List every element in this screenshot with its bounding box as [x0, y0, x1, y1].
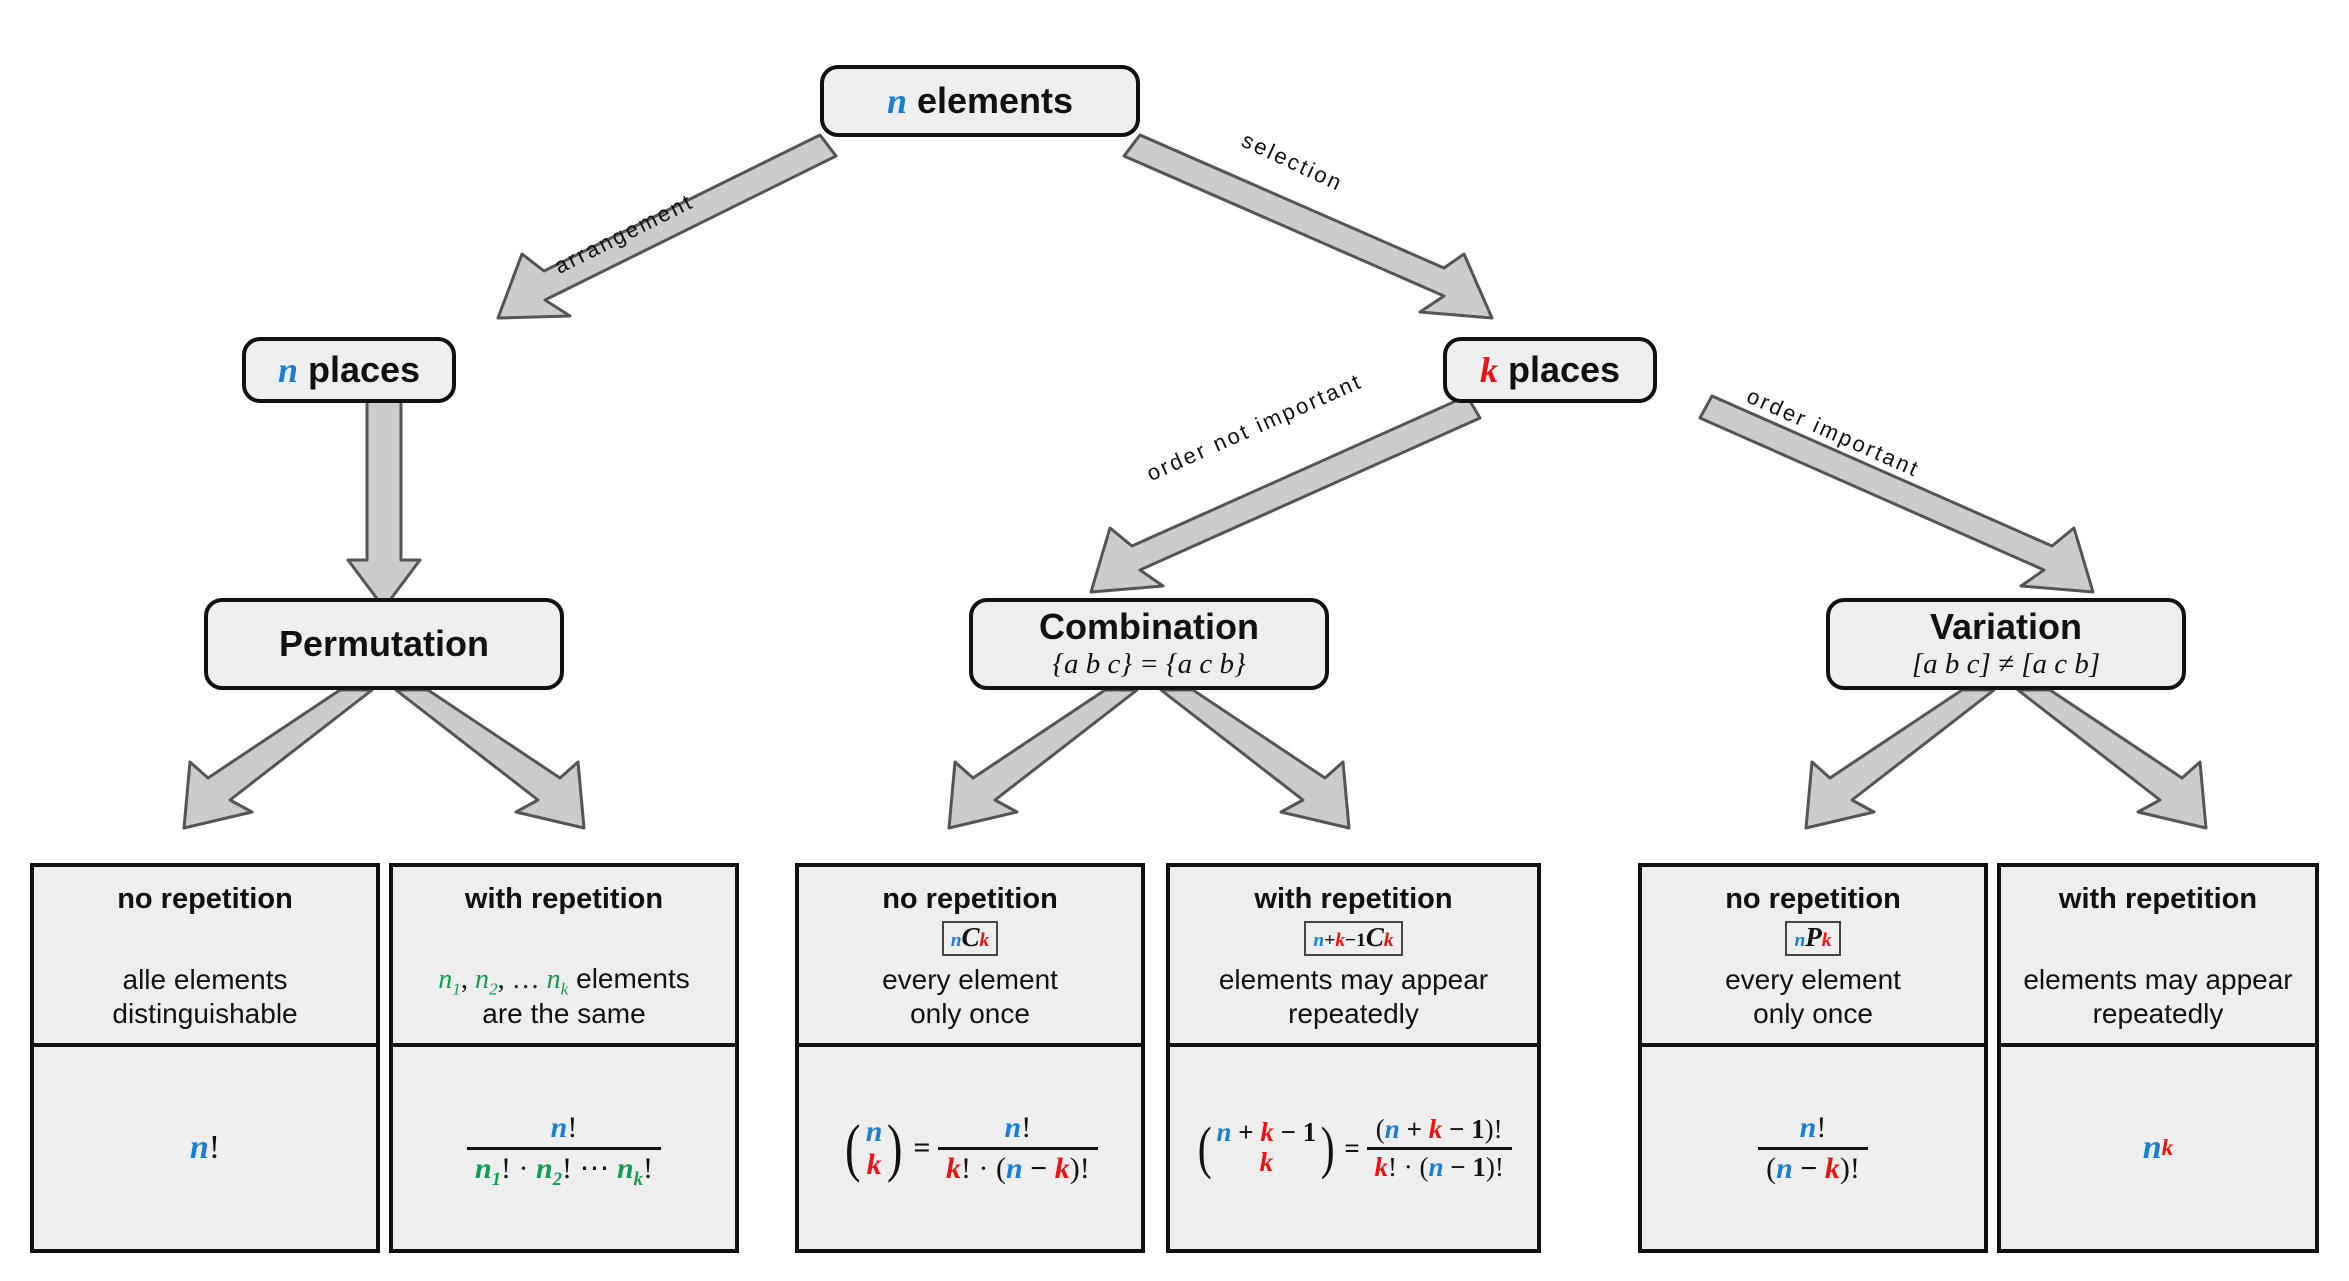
node-variation-title: Variation: [1929, 605, 2083, 647]
arrow-order-important: [1698, 394, 2095, 594]
node-combination-subtitle: {a b c} = {a c b}: [1052, 648, 1246, 681]
node-n-places[interactable]: n places: [242, 337, 456, 403]
node-root-n-elements[interactable]: n elements: [820, 65, 1140, 137]
n-places-text: places: [297, 348, 421, 390]
arrow-combination-right: [1159, 688, 1351, 830]
formula-n-factorial: n!: [189, 1129, 221, 1166]
card-formula-section: n!: [34, 1047, 376, 1249]
card-combination-with-repetition[interactable]: with repetition n+k−1Ck elements may app…: [1166, 863, 1541, 1253]
node-root-label: n elements: [886, 79, 1074, 122]
edge-label-order-not-important: order not important: [1142, 368, 1367, 486]
arrow-combination-left: [947, 688, 1139, 830]
root-variable: n: [886, 80, 907, 121]
node-variation-subtitle: [a b c] ≠ [a c b]: [1911, 648, 2101, 681]
card-badge-nCk: nCk: [941, 921, 999, 957]
edge-label-arrangement: arrangement: [550, 188, 698, 279]
arrow-variation-right: [2016, 688, 2208, 830]
node-n-places-label: n places: [277, 348, 421, 391]
arrow-variation-left: [1804, 688, 1996, 830]
card-heading: no repetition: [1725, 883, 1901, 915]
k-places-text: places: [1497, 348, 1621, 390]
card-badge-nk1Ck: n+k−1Ck: [1304, 921, 1403, 957]
node-combination-title: Combination: [1039, 605, 1259, 647]
n-places-variable: n: [277, 349, 298, 390]
formula-partial-permutation: n! (n − k)!: [1758, 1111, 1868, 1185]
card-heading: with repetition: [2058, 883, 2258, 915]
node-combination[interactable]: Combination {a b c} = {a c b}: [969, 598, 1329, 690]
card-formula-section: n! n1! · n2! ⋯ nk!: [393, 1047, 735, 1249]
node-permutation-title: Permutation: [278, 623, 490, 665]
card-formula-section: ( n + k − 1 k ) = (n + k − 1)! k! · (n −…: [1170, 1047, 1537, 1249]
card-top-section: with repetition n+k−1Ck elements may app…: [1170, 867, 1537, 1047]
formula-multiset-combination: ( n + k − 1 k ) = (n + k − 1)! k! · (n −…: [1195, 1114, 1512, 1182]
formula-multiset-permutation: n! n1! · n2! ⋯ nk!: [467, 1111, 661, 1188]
arrow-permutation-left: [182, 688, 374, 830]
edge-label-selection: selection: [1237, 127, 1348, 197]
root-text: elements: [906, 79, 1074, 121]
arrow-permutation-right: [394, 688, 586, 830]
edge-label-order-important: order important: [1743, 383, 1924, 482]
card-heading: no repetition: [117, 883, 293, 915]
node-permutation[interactable]: Permutation: [204, 598, 564, 690]
card-heading: with repetition: [1254, 883, 1453, 915]
card-formula-section: n! (n − k)!: [1642, 1047, 1984, 1249]
card-heading: no repetition: [882, 883, 1058, 915]
arrow-n-places-to-permutation: [346, 384, 422, 610]
k-places-variable: k: [1479, 349, 1498, 390]
node-k-places-label: k places: [1479, 348, 1621, 391]
card-heading: with repetition: [464, 883, 664, 915]
card-badge-nPk: nPk: [1785, 921, 1841, 957]
node-variation[interactable]: Variation [a b c] ≠ [a c b]: [1826, 598, 2186, 690]
node-k-places[interactable]: k places: [1443, 337, 1657, 403]
